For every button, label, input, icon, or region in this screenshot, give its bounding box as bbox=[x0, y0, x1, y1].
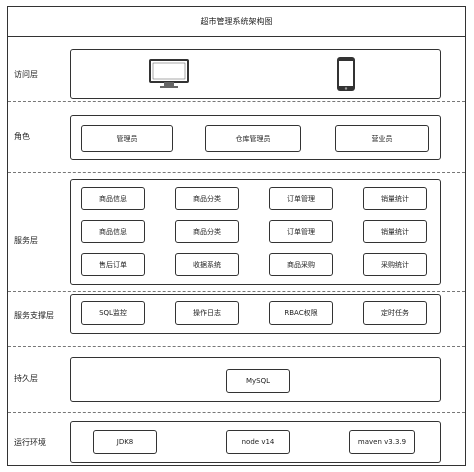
service-box: 销量统计 bbox=[363, 220, 427, 243]
persistence-mysql: MySQL bbox=[226, 369, 290, 393]
phone-icon bbox=[337, 57, 355, 91]
layer-label-access: 访问层 bbox=[14, 70, 38, 79]
monitor-icon bbox=[149, 59, 189, 88]
support-sql-monitor: SQL监控 bbox=[81, 301, 145, 325]
layer-divider bbox=[8, 346, 465, 347]
architecture-diagram: 超市管理系统架构图 访问层 角色 管理员 仓库管理员 营业员 服务层 商品信息 … bbox=[7, 6, 466, 466]
service-box: 商品分类 bbox=[175, 220, 239, 243]
role-admin: 管理员 bbox=[81, 125, 173, 152]
service-box: 商品分类 bbox=[175, 187, 239, 210]
runtime-jdk: JDK8 bbox=[93, 430, 157, 454]
support-scheduled-tasks: 定时任务 bbox=[363, 301, 427, 325]
service-box: 商品采购 bbox=[269, 253, 333, 276]
layer-label-runtime: 运行环境 bbox=[14, 438, 46, 447]
layer-label-persistence: 持久层 bbox=[14, 374, 38, 383]
layer-divider bbox=[8, 101, 465, 102]
persistence-panel: MySQL bbox=[70, 357, 441, 402]
service-box: 售后订单 bbox=[81, 253, 145, 276]
service-box: 商品信息 bbox=[81, 220, 145, 243]
roles-panel: 管理员 仓库管理员 营业员 bbox=[70, 115, 441, 160]
service-box: 收据系统 bbox=[175, 253, 239, 276]
layer-label-support: 服务支撑层 bbox=[14, 311, 54, 320]
runtime-node: node v14 bbox=[226, 430, 290, 454]
role-salesperson: 营业员 bbox=[335, 125, 429, 152]
layer-label-services: 服务层 bbox=[14, 236, 38, 245]
access-panel bbox=[70, 49, 441, 99]
support-rbac: RBAC权限 bbox=[269, 301, 333, 325]
layer-label-roles: 角色 bbox=[14, 132, 30, 141]
runtime-panel: JDK8 node v14 maven v3.3.9 bbox=[70, 421, 441, 463]
layer-divider bbox=[8, 412, 465, 413]
support-panel: SQL监控 操作日志 RBAC权限 定时任务 bbox=[70, 294, 441, 334]
diagram-title: 超市管理系统架构图 bbox=[8, 7, 465, 37]
service-box: 采购统计 bbox=[363, 253, 427, 276]
services-panel: 商品信息 商品分类 订单管理 销量统计 商品信息 商品分类 订单管理 销量统计 … bbox=[70, 179, 441, 285]
service-box: 订单管理 bbox=[269, 187, 333, 210]
service-box: 销量统计 bbox=[363, 187, 427, 210]
layer-divider bbox=[8, 172, 465, 173]
role-warehouse-admin: 仓库管理员 bbox=[205, 125, 301, 152]
runtime-maven: maven v3.3.9 bbox=[349, 430, 415, 454]
service-box: 订单管理 bbox=[269, 220, 333, 243]
service-box: 商品信息 bbox=[81, 187, 145, 210]
support-operation-log: 操作日志 bbox=[175, 301, 239, 325]
layer-divider bbox=[8, 291, 465, 292]
